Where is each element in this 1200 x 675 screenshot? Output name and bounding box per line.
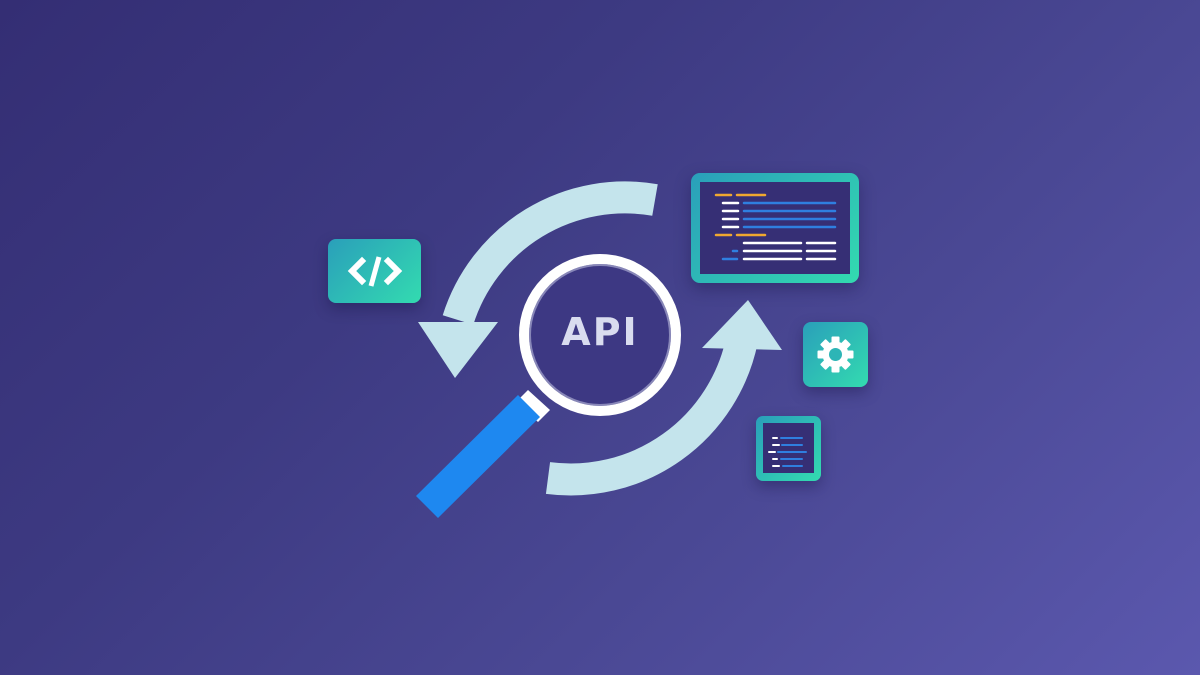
small-code-window-icon [756,416,821,481]
magnifier-icon [416,254,681,518]
code-window-icon [691,173,859,283]
code-icon [328,239,421,303]
api-label: API [561,310,639,354]
gear-icon [803,322,868,387]
